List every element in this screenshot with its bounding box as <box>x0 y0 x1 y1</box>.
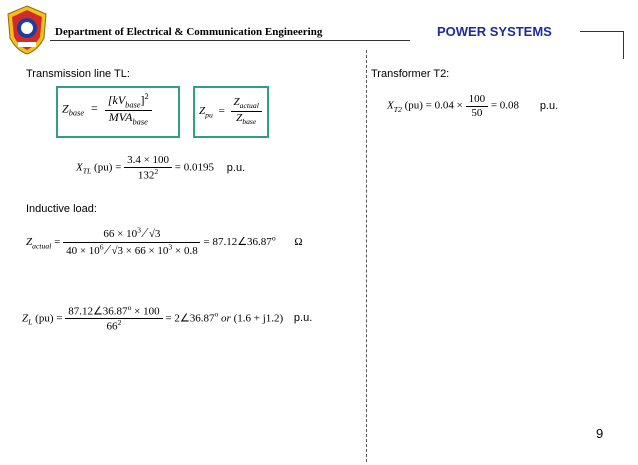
transmission-line-heading: Transmission line TL: <box>26 68 130 80</box>
xt2-equation: XT2 (pu) = 0.04 × 100 50 = 0.08 p.u. <box>387 93 559 119</box>
zpu-formula-box <box>193 86 269 138</box>
zbase-formula-box <box>56 86 180 138</box>
course-title: POWER SYSTEMS <box>437 24 552 39</box>
zpu-formula: Zpu = Zactual Zbase <box>199 96 262 127</box>
inductive-load-heading: Inductive load: <box>26 203 97 215</box>
university-logo <box>4 4 50 56</box>
zactual-equation: Zactual = 66 × 103 ⁄ √3 40 × 106 ⁄ √3 × … <box>26 225 303 259</box>
zbase-formula: Zbase = [kVbase]2 MVAbase <box>62 92 152 127</box>
department-title: Department of Electrical & Communication… <box>55 26 323 38</box>
column-divider <box>366 50 367 462</box>
header-rule-left <box>50 40 410 41</box>
header-rule-right-drop <box>623 31 624 59</box>
header-rule-right <box>580 31 624 32</box>
zl-equation: ZL (pu) = 87.12∠36.87o × 100 662 = 2∠36.… <box>22 303 313 333</box>
xtl-equation: XTL (pu) = 3.4 × 100 1322 = 0.0195 p.u. <box>76 154 246 182</box>
transformer-heading: Transformer T2: <box>371 68 450 80</box>
page-number: 9 <box>596 426 604 441</box>
